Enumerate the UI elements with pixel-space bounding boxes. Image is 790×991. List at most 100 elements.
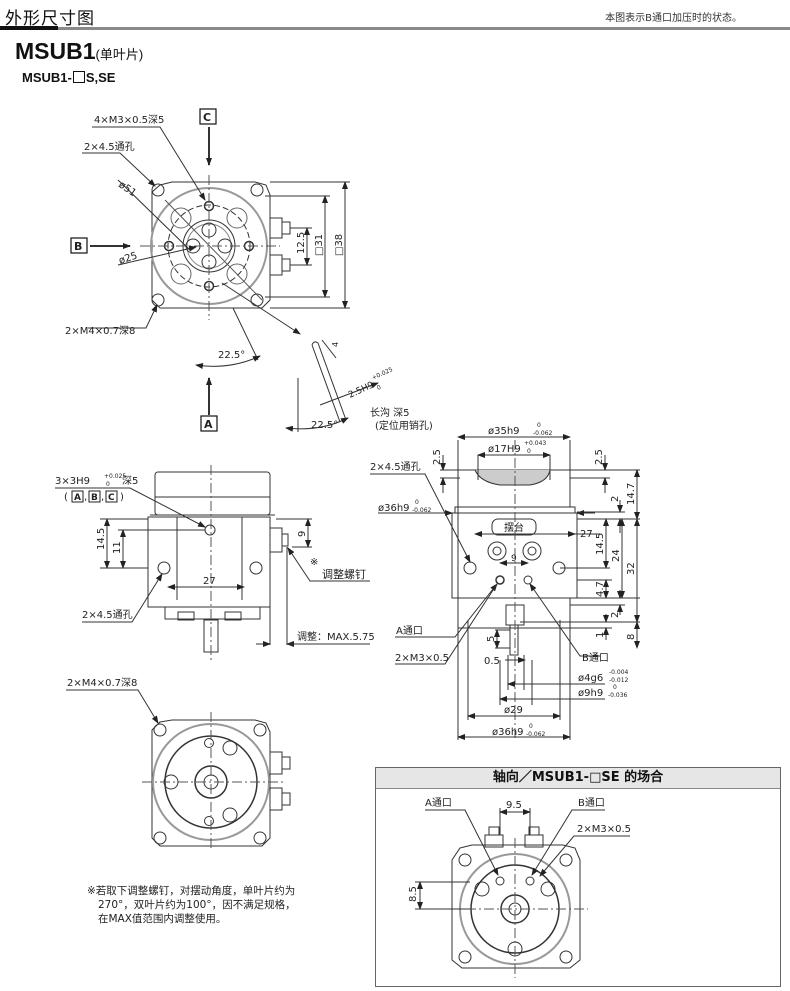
label-dia-17-tol-upper: +0.043 bbox=[524, 440, 546, 447]
label-dia-4-tol-lower: -0.012 bbox=[609, 677, 629, 684]
header-bar-accent bbox=[0, 26, 58, 30]
placeholder-box-icon bbox=[72, 71, 85, 83]
view-b-box bbox=[70, 237, 88, 254]
label-dia-9-tol-lower: -0.036 bbox=[608, 692, 628, 699]
header-bar bbox=[0, 27, 790, 30]
top-body-outline bbox=[151, 181, 271, 309]
label-angle-top: 22.5° bbox=[218, 350, 245, 361]
label-side-11: 11 bbox=[112, 541, 123, 554]
label-mount-holes: 2×M4×0.7深8 bbox=[65, 325, 135, 337]
label-dia-35-tol-lower: -0.062 bbox=[533, 430, 553, 437]
label-bottom-mount-holes: 2×M4×0.7深8 bbox=[67, 677, 137, 689]
label-front-through: 2×4.5通孔 bbox=[370, 461, 421, 473]
label-tapped-holes: 4×M3×0.5深5 bbox=[94, 114, 164, 126]
label-side-27: 27 bbox=[203, 576, 216, 587]
label-dim-2-bottom: 2 bbox=[610, 612, 621, 618]
model-subtitle: (单叶片) bbox=[95, 47, 144, 62]
model-name: MSUB1 bbox=[15, 38, 96, 64]
label-dim-0-5: 0.5 bbox=[484, 656, 500, 667]
label-dia-17-tol-lower: 0 bbox=[527, 448, 531, 455]
slot-label-2: (定位用销孔) bbox=[375, 419, 433, 432]
slot-angle: 22.5° bbox=[311, 420, 338, 431]
label-dim-1: 1 bbox=[595, 632, 606, 638]
label-front-9: 9 bbox=[511, 554, 517, 564]
svg-text:,: , bbox=[84, 492, 87, 503]
label-dia-35-tol-upper: 0 bbox=[537, 422, 541, 429]
front-view bbox=[370, 434, 640, 740]
label-front-port-a: A通口 bbox=[396, 625, 423, 637]
top-view bbox=[70, 108, 379, 432]
label-dim-2-5-left: 2.5 bbox=[432, 449, 443, 465]
ref-a: A bbox=[74, 493, 81, 503]
label-adjust-screw: 调整螺钉 bbox=[322, 567, 366, 581]
view-c-box bbox=[199, 108, 217, 125]
label-dia-29: ø29 bbox=[504, 705, 523, 716]
label-dia-4-tol-upper: -0.004 bbox=[609, 669, 629, 676]
svg-text:): ) bbox=[120, 492, 124, 503]
slot-depth-dim: 4 bbox=[331, 342, 340, 347]
slot-label-1: 长沟 深5 bbox=[370, 406, 410, 419]
slot-width-tol: 2.5H9 bbox=[347, 380, 376, 401]
axial-section: 轴向／MSUB1-□SE 的场合 bbox=[375, 767, 781, 987]
label-table: 摆台 bbox=[504, 521, 524, 534]
label-side-through: 2×4.5通孔 bbox=[82, 609, 133, 621]
label-dia-9-tol-upper: 0 bbox=[613, 684, 617, 691]
label-dim-32: 32 bbox=[626, 562, 637, 575]
pin-refs: ( A , B , C ) bbox=[64, 490, 124, 503]
label-front-port-threads: 2×M3×0.5 bbox=[395, 653, 449, 664]
svg-text:,: , bbox=[101, 492, 104, 503]
footnote: ※若取下调整螺钉，对摆动角度，单叶片约为270°，双叶片约为100°，因不满足规… bbox=[87, 885, 296, 925]
label-dim-5: 5 bbox=[486, 636, 497, 642]
model-title: MSUB1(单叶片) bbox=[15, 38, 143, 65]
svg-text:(: ( bbox=[64, 492, 68, 503]
label-dia-36-tol-lower: -0.062 bbox=[412, 507, 432, 514]
label-dim-2-top: 2 bbox=[610, 496, 621, 502]
ref-c: C bbox=[108, 493, 115, 503]
label-dim-12-5: 12.5 bbox=[296, 232, 307, 254]
label-pin-tol-lower: 0 bbox=[106, 481, 110, 488]
view-c-label: C bbox=[203, 111, 211, 124]
header-title: 外形尺寸图 bbox=[5, 9, 95, 29]
view-a-label: A bbox=[204, 418, 213, 431]
label-dim-2-5-right: 2.5 bbox=[594, 449, 605, 465]
label-dia-17: ø17H9 bbox=[488, 444, 521, 455]
label-dim-14-7: 14.7 bbox=[626, 483, 637, 505]
label-pin-tol-upper: +0.025 bbox=[104, 473, 126, 480]
view-a-box bbox=[200, 415, 218, 432]
slot-tol-upper: +0.025 bbox=[371, 366, 394, 382]
variant-suffix: S,SE bbox=[85, 70, 116, 85]
bottom-view bbox=[66, 689, 291, 850]
label-dim-4-7: 4.7 bbox=[595, 581, 606, 597]
axial-view bbox=[415, 808, 630, 978]
label-front-14-5: 14.5 bbox=[595, 533, 606, 555]
label-sq-38: □38 bbox=[334, 234, 345, 256]
label-dia-9: ø9h9 bbox=[578, 688, 603, 699]
label-adjust-max: 调整：MAX.5.75 bbox=[297, 630, 375, 643]
label-side-9: 9 bbox=[297, 531, 308, 537]
label-sq-31: □31 bbox=[314, 234, 325, 256]
slot-tol-lower: 0 bbox=[376, 384, 383, 392]
label-front-port-b: B通口 bbox=[582, 652, 609, 664]
label-dia-36-bottom: ø36h9 bbox=[492, 727, 524, 738]
label-dia-35: ø35h9 bbox=[488, 426, 520, 437]
label-pin-holes: 3×3H9 bbox=[55, 476, 90, 487]
ref-b: B bbox=[91, 493, 98, 503]
label-through-holes: 2×4.5通孔 bbox=[84, 141, 135, 153]
label-asterisk: ※ bbox=[310, 557, 318, 568]
label-dia-36-bottom-tol-upper: 0 bbox=[529, 723, 533, 730]
label-dim-24: 24 bbox=[611, 549, 622, 562]
label-dim-8: 8 bbox=[626, 634, 637, 640]
view-b-label: B bbox=[74, 240, 82, 253]
label-dia-25: ø25 bbox=[118, 251, 139, 267]
model-variant: MSUB1- S,SE bbox=[22, 70, 115, 85]
label-front-27: 27 bbox=[580, 529, 593, 540]
variant-prefix: MSUB1- bbox=[22, 70, 72, 85]
label-dia-4: ø4g6 bbox=[578, 673, 603, 684]
side-view bbox=[55, 465, 370, 660]
label-dia-36-bottom-tol-lower: -0.062 bbox=[526, 731, 546, 738]
label-dia-36: ø36h9 bbox=[378, 503, 410, 514]
label-dia-36-tol-upper: 0 bbox=[415, 499, 419, 506]
axial-title: 轴向／MSUB1-□SE 的场合 bbox=[376, 768, 780, 789]
header-note: 本图表示B通口加压时的状态。 bbox=[605, 13, 742, 24]
